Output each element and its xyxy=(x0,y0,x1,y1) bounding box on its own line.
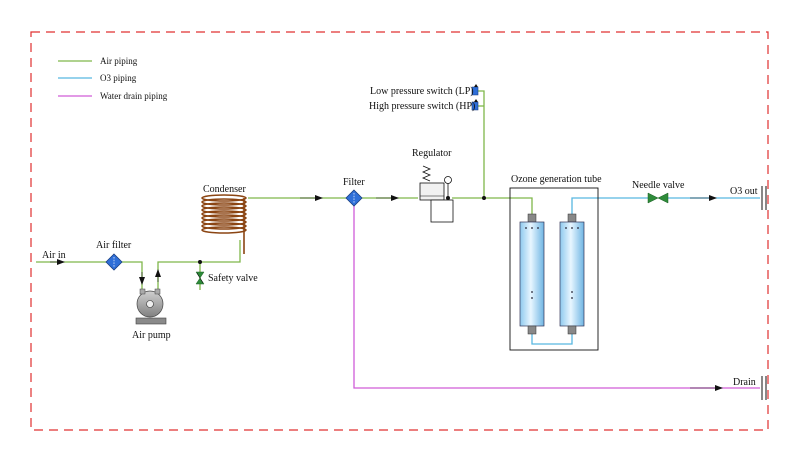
condenser-label: Condenser xyxy=(203,184,246,195)
drain-terminal xyxy=(761,376,767,400)
regulator-label: Regulator xyxy=(412,148,452,159)
air-in-label: Air in xyxy=(42,250,66,261)
drain-piping xyxy=(353,206,760,389)
air-pump xyxy=(135,288,167,325)
needle-valve-label: Needle valve xyxy=(632,180,685,191)
filter xyxy=(345,189,363,207)
drain-label: Drain xyxy=(733,377,756,388)
lp-switch-label: Low pressure switch (LP) xyxy=(370,86,474,97)
condenser-coil-loop xyxy=(201,210,247,218)
ozone-tube-label: Ozone generation tube xyxy=(511,174,602,185)
pressure-switches xyxy=(471,84,486,200)
legend-air-label: Air piping xyxy=(100,56,138,66)
legend-drain-label: Water drain piping xyxy=(100,91,168,101)
system-boundary xyxy=(30,31,769,431)
air-pump-label: Air pump xyxy=(132,330,171,341)
legend: Air piping O3 piping Water drain piping xyxy=(58,56,168,101)
regulator xyxy=(419,165,454,223)
ozone-tube-left xyxy=(519,213,545,335)
flow-arrows xyxy=(50,195,723,391)
condenser-coil-loop xyxy=(201,226,247,234)
air-filter-label: Air filter xyxy=(96,240,132,251)
ozone-tube-enclosure xyxy=(509,187,599,351)
condenser-coil-loop xyxy=(201,222,247,230)
o3-out-label: O3 out xyxy=(730,186,758,197)
filter-label: Filter xyxy=(343,177,365,188)
safety-valve xyxy=(195,260,205,285)
condenser-coil-loop xyxy=(201,214,247,222)
condenser-coil-loop xyxy=(201,218,247,226)
ozone-tube-right xyxy=(559,213,585,335)
condenser-coil-loop xyxy=(201,194,247,202)
condenser-coil-loop xyxy=(201,202,247,210)
hp-switch-label: High pressure switch (HP) xyxy=(369,101,475,112)
safety-valve-label: Safety valve xyxy=(208,273,258,284)
legend-o3-label: O3 piping xyxy=(100,73,137,83)
needle-valve xyxy=(647,192,669,204)
o3-out-terminal xyxy=(761,186,767,210)
condenser-coil-loop xyxy=(201,198,247,206)
air-filter xyxy=(105,253,123,271)
condenser-coil-loop xyxy=(201,206,247,214)
condenser-coil xyxy=(201,194,247,254)
